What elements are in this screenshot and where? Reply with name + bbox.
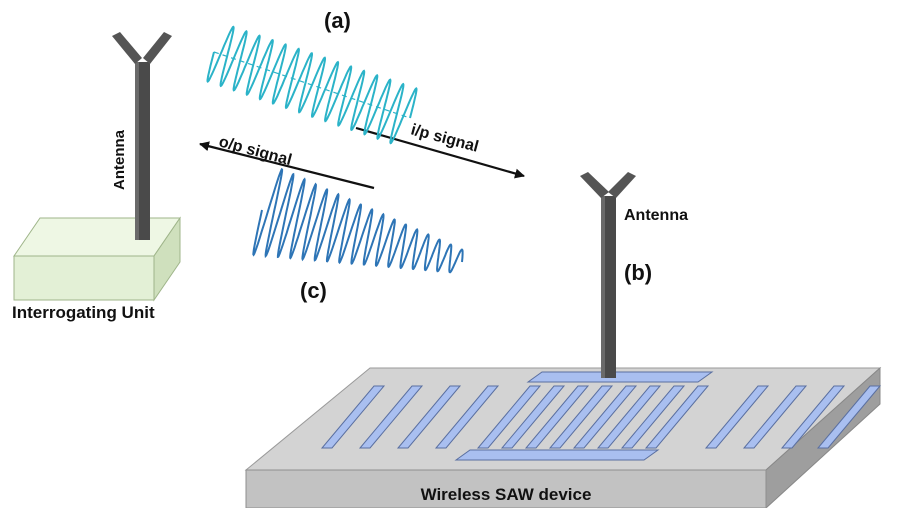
left-antenna-label: Antenna xyxy=(111,129,128,190)
output-signal-wave xyxy=(252,167,464,274)
idt-finger xyxy=(524,385,590,449)
left-reflector-strip xyxy=(434,385,500,449)
interrogating-unit-box xyxy=(13,216,181,302)
right-reflector-strip xyxy=(742,385,808,449)
right-antenna xyxy=(580,172,636,378)
right-reflector-strip xyxy=(704,385,770,449)
right-reflector-strip xyxy=(780,385,846,449)
interrogating-unit-label: Interrogating Unit xyxy=(12,303,155,322)
right-reflector-strip xyxy=(816,385,882,449)
idt-finger xyxy=(596,385,662,449)
saw-device-label: Wireless SAW device xyxy=(421,485,592,504)
idt-finger xyxy=(644,385,710,449)
output-signal-label: o/p signal xyxy=(217,133,294,169)
idt-finger xyxy=(476,385,542,449)
left-reflector-strip xyxy=(358,385,424,449)
idt-finger xyxy=(620,385,686,449)
idt-bottom-busbar xyxy=(454,449,660,461)
label-c: (c) xyxy=(300,278,327,303)
idt-top-busbar xyxy=(526,371,714,383)
left-reflector-strip xyxy=(396,385,462,449)
label-a: (a) xyxy=(324,8,351,33)
idt-finger xyxy=(572,385,638,449)
output-signal-arrow xyxy=(199,141,375,190)
left-reflector-strip xyxy=(320,385,386,449)
idt-finger xyxy=(500,385,566,449)
right-antenna-label: Antenna xyxy=(624,207,688,224)
input-wave-axis xyxy=(213,51,411,119)
label-b: (b) xyxy=(624,260,652,285)
input-signal-arrow xyxy=(355,126,525,179)
left-antenna xyxy=(112,32,172,240)
idt-finger xyxy=(548,385,614,449)
input-signal-label: i/p signal xyxy=(409,121,480,155)
electrode-group xyxy=(320,385,882,449)
